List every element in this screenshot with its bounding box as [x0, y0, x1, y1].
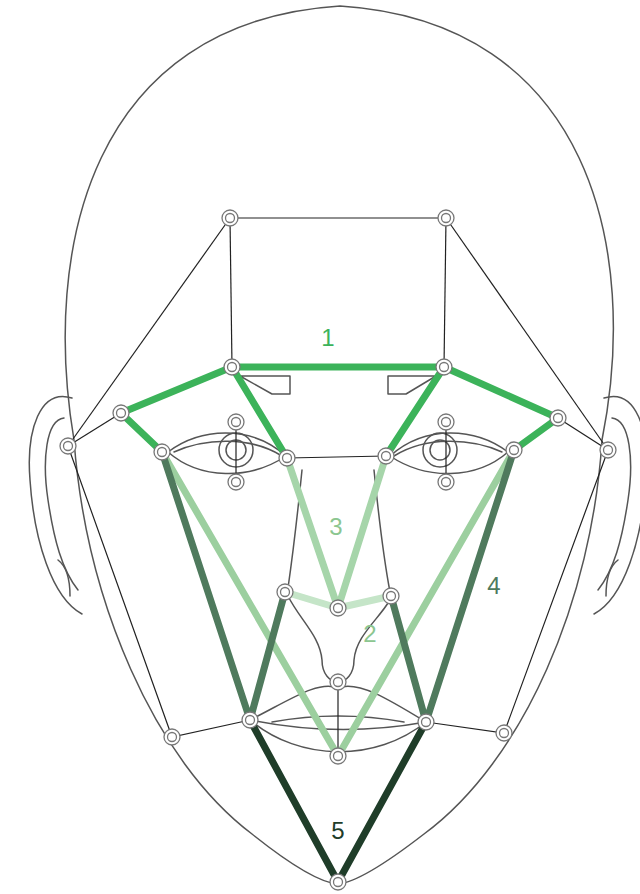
callout-number: 5 — [331, 819, 344, 843]
callout-number: 2 — [363, 622, 376, 646]
callout-number: 3 — [329, 515, 342, 539]
callout-number: 1 — [321, 326, 334, 350]
callout-number: 4 — [487, 574, 500, 598]
